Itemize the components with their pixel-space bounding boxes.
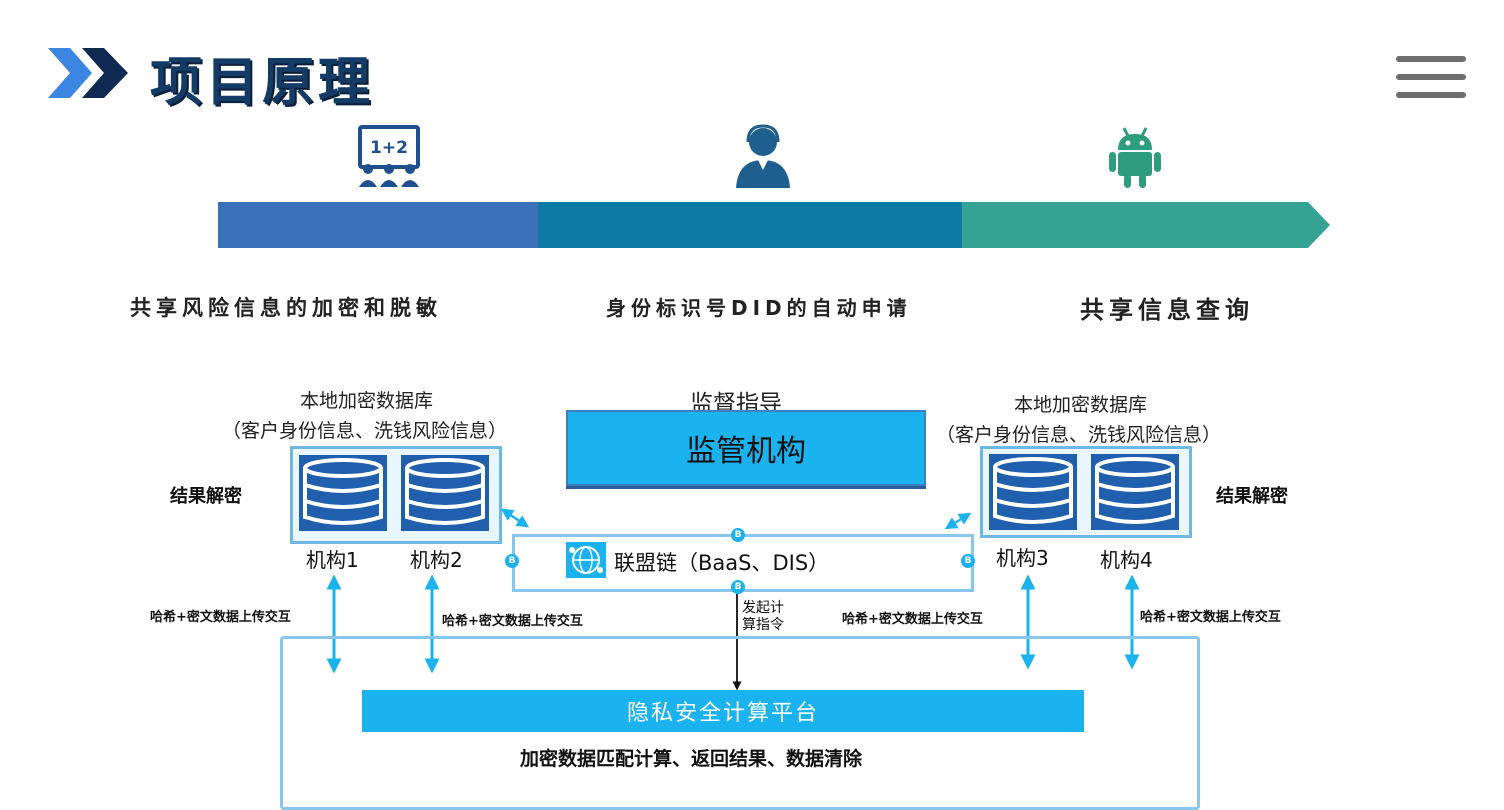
org-label-1: 机构1 [306,548,359,572]
command-label-line2: 算指令 [742,617,784,633]
right-db-caption: 本地加密数据库 [1014,394,1148,416]
upload-label-1: 哈希+密文数据上传交互 [150,610,291,625]
chain-node-left: B [505,554,519,568]
hamburger-menu-icon[interactable] [1396,56,1466,102]
upload-label-4: 哈希+密文数据上传交互 [1140,610,1281,625]
left-db-chain-arrow [500,508,530,528]
timeline-bar [218,202,1330,248]
command-label-line1: 发起计 [742,600,784,616]
org-label-3: 机构3 [996,546,1049,570]
regulator-box: 监管机构 [566,410,926,486]
person-headset-icon [734,124,792,188]
android-robot-icon [1108,126,1162,188]
page-title: 项目原理 [150,53,375,113]
stage-icon-text: 1+2 [370,138,408,158]
platform-description: 加密数据匹配计算、返回结果、数据清除 [520,748,863,770]
stage-label-3: 共享信息查询 [1080,296,1254,324]
right-result-decrypt-label: 结果解密 [1216,486,1288,507]
stage-label-1: 共享风险信息的加密和脱敏 [130,296,442,320]
right-db-chain-arrow [944,512,972,530]
database-icon [989,454,1077,530]
chain-node-right: B [961,554,975,568]
left-db-caption: 本地加密数据库 [300,390,434,412]
timeline-segment-2 [538,202,962,248]
upload-label-3: 哈希+密文数据上传交互 [842,612,983,627]
timeline-segment-3 [962,202,1330,248]
database-icon [1091,454,1179,530]
privacy-computing-platform: 隐私安全计算平台 [362,690,1084,732]
classroom-math-icon: 1+2 [356,125,422,189]
database-icon [401,455,489,531]
timeline-segment-1 [218,202,538,248]
chain-node-top: B [731,528,745,542]
left-result-decrypt-label: 结果解密 [170,486,242,507]
consortium-chain-label: 联盟链（BaaS、DIS） [614,551,830,575]
left-db-caption-detail: （客户身份信息、洗钱风险信息） [222,420,508,442]
org-label-4: 机构4 [1100,548,1153,572]
upload-label-2: 哈希+密文数据上传交互 [442,614,583,629]
database-icon [299,455,387,531]
command-label: 发起计 算指令 [742,600,802,634]
left-db-box [290,446,502,544]
double-chevron-right-icon [48,48,128,98]
right-db-box [980,446,1192,538]
stage-label-2: 身份标识号DID的自动申请 [606,296,912,320]
chain-node-bottom: B [731,580,745,594]
right-db-caption-detail: （客户身份信息、洗钱风险信息） [936,424,1222,446]
blockchain-network-icon [566,542,606,578]
org-label-2: 机构2 [410,548,463,572]
